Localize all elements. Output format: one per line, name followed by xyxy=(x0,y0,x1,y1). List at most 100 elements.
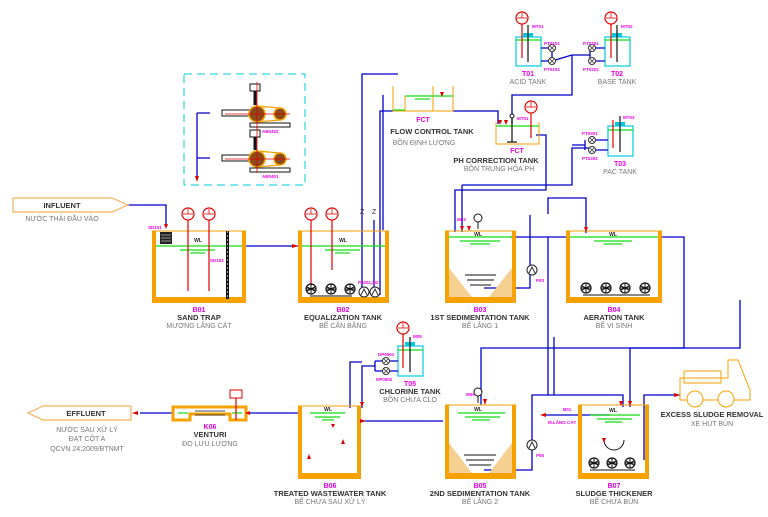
ph-sensor-icon xyxy=(524,100,538,114)
svg-text:PT0301: PT0301 xyxy=(582,131,598,136)
b04-code: B04 xyxy=(608,307,621,314)
air-diffuser-icon xyxy=(600,282,612,294)
svg-text:WL: WL xyxy=(609,232,617,238)
b03-sub: BỂ LẮNG 1 xyxy=(462,321,498,330)
b01-name: SAND TRAP xyxy=(177,313,221,322)
b06-name: TREATED WASTEWATER TANK xyxy=(274,489,387,498)
sludge-truck-icon: EXCESS SLUDGE REMOVAL XE HÚT BÙN xyxy=(661,359,764,428)
b03-code: B03 xyxy=(474,307,487,314)
air-diffuser-icon xyxy=(344,283,356,295)
svg-text:AB0402: AB0402 xyxy=(262,129,279,134)
svg-text:K06: K06 xyxy=(204,424,217,431)
svg-text:PT0201: PT0201 xyxy=(583,41,599,46)
tank-flow-control: FCT FLOW CONTROL TANK BỒN ĐỊNH LƯỢNG xyxy=(390,86,474,147)
air-diffuser-icon xyxy=(624,457,636,469)
b05-code: B05 xyxy=(474,483,487,490)
svg-text:WL: WL xyxy=(609,408,617,414)
dosing-pump-icon xyxy=(382,367,390,375)
air-diffuser-icon xyxy=(580,282,592,294)
svg-text:P03: P03 xyxy=(536,278,545,283)
fct1-name: FLOW CONTROL TANK xyxy=(390,127,474,136)
b07-sub: BỂ CHỨA BÙN xyxy=(590,497,638,506)
tank-t05-chlorine: M05 DP0501 DP0502 T05 CHLORINE TANK BỒN … xyxy=(361,321,441,408)
b07-name: SLUDGE THICKENER xyxy=(575,489,653,498)
fct1-sub: BỒN ĐỊNH LƯỢNG xyxy=(393,137,456,147)
effluent-sub1: NƯỚC SAU XỬ LÝ xyxy=(56,425,118,434)
svg-text:B01: B01 xyxy=(563,407,572,412)
submersible-pump-icon xyxy=(358,286,370,298)
air-diffuser-icon xyxy=(588,457,600,469)
fct2-sub: BỒN TRUNG HÒA PH xyxy=(464,163,534,173)
svg-text:WL: WL xyxy=(324,407,332,413)
k06-name: VENTURI xyxy=(194,430,227,439)
svg-text:SD101: SD101 xyxy=(148,225,162,230)
level-gauge-icon xyxy=(396,321,410,335)
sludge-pump-icon xyxy=(526,439,538,451)
svg-text:WL: WL xyxy=(339,238,347,244)
svg-text:T02: T02 xyxy=(611,71,623,78)
svg-text:DP0501: DP0501 xyxy=(378,352,395,357)
b01-sub: MƯƠNG LẮNG CÁT xyxy=(166,321,232,330)
b04-name: AERATION TANK xyxy=(584,313,646,322)
svg-text:T05: T05 xyxy=(404,381,416,388)
air-diffuser-icon xyxy=(639,282,651,294)
b04-sub: BỂ VI SINH xyxy=(596,321,633,330)
level-gauge-icon xyxy=(325,207,339,221)
svg-text:DP0502: DP0502 xyxy=(376,377,393,382)
svg-text:MT01: MT01 xyxy=(517,116,529,121)
tank-ph-correction: MT01 FCT PH CORRECTION TANK BỒN TRUNG HÒ… xyxy=(453,100,540,173)
dosing-pump-icon xyxy=(548,57,556,65)
ph-sensor-icon xyxy=(604,11,618,25)
blower-ab0402-icon: AB0402 xyxy=(221,82,291,134)
svg-text:M.LẮNG CÁT: M.LẮNG CÁT xyxy=(548,418,576,425)
svg-text:M05: M05 xyxy=(413,334,422,339)
b05-sub: BỂ LẮNG 2 xyxy=(462,497,498,506)
submersible-pump-icon xyxy=(369,286,381,298)
svg-text:T01: T01 xyxy=(522,71,534,78)
level-gauge-icon xyxy=(304,207,318,221)
svg-text:PT0101: PT0101 xyxy=(544,41,560,46)
tank-t03-pac: MT03 PT0301 PT0302 T03 PAC TANK xyxy=(572,115,637,176)
pipe-network xyxy=(128,55,741,471)
t03-name: PAC TANK xyxy=(603,169,637,176)
b02-sub: BỂ CÂN BẰNG xyxy=(319,321,367,330)
svg-text:MT01: MT01 xyxy=(532,24,544,29)
air-diffuser-icon xyxy=(305,283,317,295)
dosing-pump-icon xyxy=(588,136,596,144)
svg-text:Z: Z xyxy=(360,209,365,216)
svg-text:PT0102: PT0102 xyxy=(544,67,560,72)
t01-name: ACID TANK xyxy=(510,79,547,86)
influent-sub: NƯỚC THẢI ĐẦU VÀO xyxy=(25,213,99,223)
svg-text:WL: WL xyxy=(474,407,482,413)
tank-b01-sand-trap: WL SD101 SD102 B01 SAND TRAP MƯƠNG LẮNG … xyxy=(148,207,246,330)
svg-text:PT0202: PT0202 xyxy=(583,67,599,72)
effluent-sub2: ĐẠT CỘT A xyxy=(69,434,106,443)
t05-sub: BỒN CHỨA CLO xyxy=(383,394,437,404)
tank-t01-acid: MT01 PT0101 PT0102 T01 ACID TANK xyxy=(510,11,573,86)
ph-sensor-icon xyxy=(515,11,529,25)
sludge-pump-icon xyxy=(526,264,538,276)
k06-sub: ĐO LƯU LƯỢNG xyxy=(182,441,238,448)
t05-name: CHLORINE TANK xyxy=(379,387,441,396)
b05-name: 2ND SEDIMENTATION TANK xyxy=(430,489,531,498)
dosing-pump-icon xyxy=(588,57,596,65)
effluent-sub3: QCVN 24:2009/BTNMT xyxy=(50,446,124,453)
tank-b04-aeration: WL B04 AERATION TANK BỂ VI SINH xyxy=(566,227,662,330)
b02-code: B02 xyxy=(337,307,350,314)
tank-b05-sedimentation-2: WL M05 P05 B05 2ND SEDIMENTATION TANK BỂ… xyxy=(430,387,545,506)
svg-text:FCT: FCT xyxy=(510,148,524,155)
tank-b07-sludge-thickener: WL B01 M.LẮNG CÁT B07 SLUDGE THICKENER B… xyxy=(540,401,653,506)
effluent-box: EFFLUENT NƯỚC SAU XỬ LÝ ĐẠT CỘT A QCVN 2… xyxy=(26,405,138,453)
svg-text:FCT: FCT xyxy=(416,117,430,124)
svg-text:PT0302: PT0302 xyxy=(582,156,598,161)
b06-code: B06 xyxy=(324,483,337,490)
svg-text:WL: WL xyxy=(474,232,482,238)
b02-name: EQUALIZATION TANK xyxy=(304,313,383,322)
svg-text:Z: Z xyxy=(372,209,377,216)
blower-skid: AB0402 AB0401 xyxy=(183,73,306,186)
svg-text:T03: T03 xyxy=(614,161,626,168)
fct2-name: PH CORRECTION TANK xyxy=(453,156,539,165)
svg-text:P05: P05 xyxy=(536,453,545,458)
effluent-label: EFFLUENT xyxy=(66,409,106,418)
